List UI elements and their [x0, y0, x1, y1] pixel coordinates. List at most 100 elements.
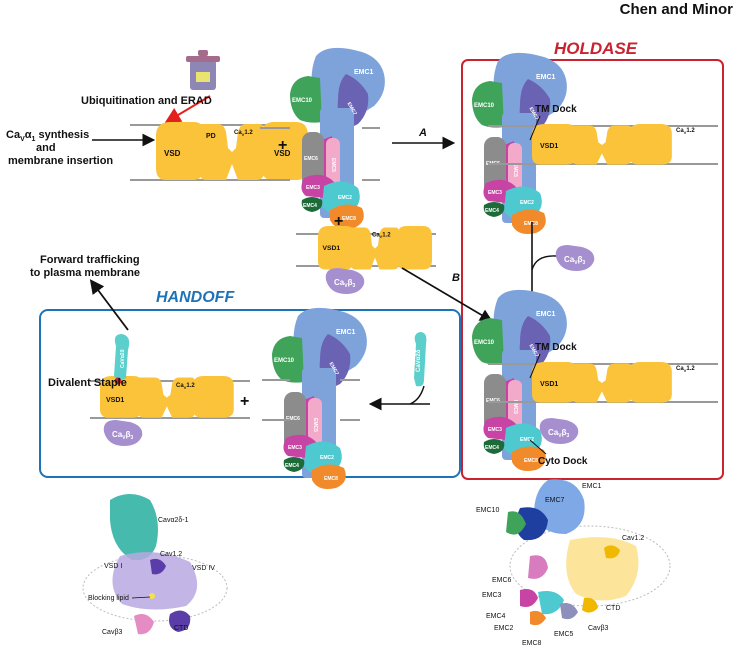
- svg-text:EMC6: EMC6: [286, 416, 300, 422]
- sl-vsd-iv: VSD IV: [192, 565, 215, 572]
- erad-arrow: [164, 95, 211, 124]
- sr-emc3: EMC3: [482, 592, 502, 599]
- tm-dock-label-1: TM Dock: [535, 104, 577, 115]
- svg-text:EMC8: EMC8: [324, 476, 338, 482]
- svg-text:EMC8: EMC8: [524, 458, 538, 464]
- vsd1-label-handoff: VSD1: [106, 397, 124, 404]
- svg-text:EMC3: EMC3: [306, 185, 320, 191]
- structure-left: [82, 494, 228, 635]
- svg-text:EMC4: EMC4: [285, 463, 299, 469]
- sl-ctd: CTD: [174, 625, 188, 632]
- svg-text:EMC8: EMC8: [524, 221, 538, 227]
- cav-beta-docked: CaVβ3: [539, 418, 579, 444]
- trash-can-icon: [186, 50, 220, 90]
- sl-cav12: Cav1.2: [160, 551, 182, 558]
- plus-2: +: [334, 213, 343, 230]
- emc-complex-handoff: EMC1 EMC7 EMC10 EMC6 EMC5 EMC3 EMC4 EMC2…: [272, 307, 367, 489]
- sl-a2d1: Cavα2δ-1: [158, 517, 189, 524]
- sr-ctd: CTD: [606, 605, 620, 612]
- synthesis-label: CaVα1 synthesis and membrane insertion: [6, 129, 113, 167]
- svg-text:EMC3: EMC3: [288, 445, 302, 451]
- svg-text:VSD1: VSD1: [323, 245, 341, 252]
- svg-text:EMC2: EMC2: [520, 437, 534, 443]
- cav-beta-handoff: CaVβ3: [103, 420, 143, 446]
- svg-text:CaV1.2: CaV1.2: [372, 233, 391, 240]
- svg-text:EMC4: EMC4: [485, 445, 499, 451]
- sl-blocking-lipid: Blocking lipid: [88, 595, 129, 602]
- arrow-a-label: A: [418, 127, 427, 139]
- svg-text:EMC3: EMC3: [488, 190, 502, 196]
- sr-emc7: EMC7: [545, 497, 565, 504]
- plus-3: +: [240, 393, 249, 410]
- sr-emc6: EMC6: [492, 577, 512, 584]
- holdase-box: [461, 59, 724, 480]
- vsd1-label-holdase: VSD1: [540, 143, 558, 150]
- svg-text:CaVβ3: CaVβ3: [112, 430, 133, 441]
- svg-text:CaVβ3: CaVβ3: [564, 255, 585, 266]
- arrow-b: [401, 267, 493, 322]
- author-header: Chen and Minor: [620, 1, 733, 18]
- svg-text:CaV1.2: CaV1.2: [234, 130, 253, 137]
- sr-emc4: EMC4: [486, 613, 506, 620]
- sr-cav12: Cav1.2: [622, 535, 644, 542]
- emc-complex-free: EMC1 EMC7 EMC10 EMC6 EMC5 EMC3 EMC4 EMC2…: [290, 47, 385, 229]
- forward-arrow: [89, 279, 129, 331]
- cav-channel-with-beta: VSD1 CaV1.2: [318, 226, 432, 270]
- svg-text:EMC1: EMC1: [536, 311, 556, 318]
- sr-emc2: EMC2: [494, 625, 514, 632]
- cav12-label-holdase-2: CaV1.2: [676, 366, 695, 373]
- structure-right: [506, 479, 671, 626]
- svg-text:CaVβ3: CaVβ3: [548, 428, 569, 439]
- svg-text:EMC5: EMC5: [512, 400, 518, 414]
- svg-text:EMC3: EMC3: [488, 427, 502, 433]
- divalent-staple-dot: [114, 377, 122, 385]
- handoff-title: HANDOFF: [156, 289, 235, 306]
- svg-text:EMC2: EMC2: [520, 200, 534, 206]
- svg-text:EMC10: EMC10: [274, 358, 295, 364]
- svg-text:EMC8: EMC8: [342, 216, 356, 222]
- forward-label-1: Forward trafficking: [40, 254, 140, 266]
- svg-text:EMC4: EMC4: [303, 203, 317, 209]
- divalent-staple-label: Divalent Staple: [48, 377, 127, 389]
- sl-beta3: Cavβ3: [102, 629, 122, 636]
- svg-text:EMC5: EMC5: [330, 158, 336, 172]
- cav-channel-nascent: VSD PD CaV1.2 VSD: [156, 122, 308, 180]
- tm-dock-label-2: TM Dock: [535, 342, 577, 353]
- handoff-box: [39, 309, 461, 478]
- sl-vsd-i: VSD I: [104, 563, 122, 570]
- svg-text:EMC10: EMC10: [474, 340, 495, 346]
- svg-text:membrane insertion: membrane insertion: [8, 155, 113, 167]
- svg-text:EMC2: EMC2: [338, 195, 352, 201]
- cav-a2d-incoming: CaVα2δ: [414, 332, 427, 387]
- svg-text:VSD: VSD: [164, 149, 181, 158]
- cav-beta-incoming: CaVβ3: [555, 245, 595, 271]
- svg-text:CaVβ3: CaVβ3: [334, 278, 355, 289]
- cav-beta-1: CaVβ3: [325, 268, 365, 294]
- svg-text:CaVα2δ: CaVα2δ: [120, 349, 126, 368]
- vsd1-label-holdase-2: VSD1: [540, 381, 558, 388]
- sr-beta3: Cavβ3: [588, 625, 608, 632]
- svg-text:EMC5: EMC5: [512, 163, 518, 177]
- ubiquitination-label: Ubiquitination and ERAD: [81, 95, 212, 107]
- svg-text:EMC1: EMC1: [536, 74, 556, 81]
- cav12-label-holdase: CaV1.2: [676, 128, 695, 135]
- holdase-title: HOLDASE: [554, 39, 638, 58]
- cyto-dock-label: Cyto Dock: [538, 456, 588, 467]
- svg-text:EMC5: EMC5: [312, 418, 318, 432]
- sr-emc5: EMC5: [554, 631, 574, 638]
- sr-emc10: EMC10: [476, 507, 499, 514]
- svg-text:EMC10: EMC10: [292, 98, 313, 104]
- svg-text:EMC1: EMC1: [336, 329, 356, 336]
- forward-label-2: to plasma membrane: [30, 267, 140, 279]
- plus-1: +: [278, 137, 287, 154]
- svg-text:EMC10: EMC10: [474, 103, 495, 109]
- svg-text:EMC6: EMC6: [304, 156, 318, 162]
- arrow-b-label: B: [452, 272, 460, 284]
- svg-text:EMC2: EMC2: [320, 455, 334, 461]
- cav12-label-handoff: CaV1.2: [176, 383, 195, 390]
- sr-emc1: EMC1: [582, 483, 602, 490]
- svg-text:CaVα1 synthesis: CaVα1 synthesis: [6, 129, 89, 143]
- cav-a2d-bound: CaVα2δ: [114, 334, 130, 380]
